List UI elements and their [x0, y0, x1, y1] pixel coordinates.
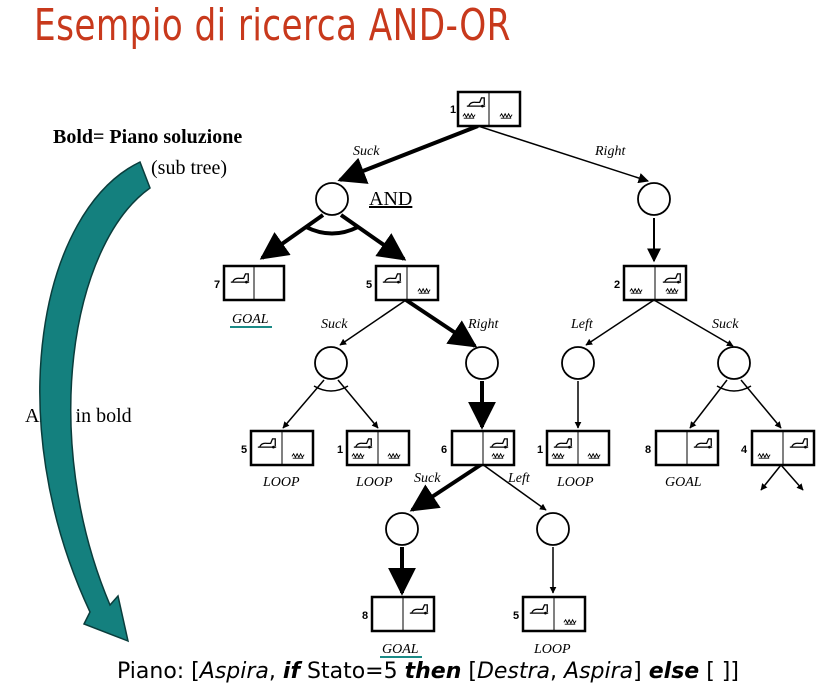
- plan-close-bracket: ]: [633, 659, 649, 684]
- state-box-r1: [545, 429, 611, 467]
- slide-title: Esempio di ricerca AND-OR: [34, 0, 511, 51]
- and-arc-top: [305, 225, 359, 236]
- edge-2-suck: [653, 299, 734, 347]
- plan-tail: [ ]]: [699, 659, 739, 684]
- and-arc-c1: [313, 385, 349, 392]
- edge-c4-to-r8: [689, 379, 728, 429]
- edge-6-left: [481, 463, 547, 511]
- edge-label-2-left: Left: [570, 317, 594, 332]
- edge-5-right: [404, 298, 478, 348]
- state-number-b8: 8: [362, 610, 368, 622]
- or-node-6-suck: [385, 512, 419, 546]
- edge-and-to-5: [339, 213, 407, 261]
- leaf-label-goal-7: GOAL: [232, 312, 269, 327]
- state-box-r8: [654, 429, 720, 467]
- state-number-l1: 1: [337, 444, 343, 456]
- state-number-r8: 8: [645, 444, 651, 456]
- edge-and-to-7: [259, 213, 325, 260]
- or-node-2-left: [561, 346, 595, 380]
- or-node-5-right: [465, 346, 499, 380]
- edge-label-5-suck: Suck: [321, 317, 348, 332]
- legend-bold-label: Bold= Piano soluzione: [53, 126, 243, 148]
- and-node-root-suck: [315, 182, 349, 216]
- plan-if-keyword: if: [282, 659, 301, 684]
- leaf-label-loop-5: LOOP: [262, 475, 300, 490]
- edge-root-suck: [337, 124, 479, 184]
- plan-separator: ,: [550, 659, 565, 684]
- edge-4-out-right: [780, 464, 804, 491]
- leaf-label-loop-r1: LOOP: [556, 475, 594, 490]
- leaf-label-loop-1: LOOP: [355, 475, 393, 490]
- edge-6-suck: [409, 462, 484, 512]
- edge-c4-to-r4: [740, 379, 782, 429]
- plan-open-bracket: [: [461, 659, 477, 684]
- state-number-root: 1: [450, 104, 456, 116]
- edge-label-root-suck: Suck: [353, 144, 380, 159]
- plan-then-keyword: then: [404, 659, 462, 684]
- state-box-2: [622, 264, 688, 302]
- state-box-6: [450, 429, 516, 467]
- bold-arcs-curved-arrow: [39, 160, 151, 643]
- or-node-6-left: [536, 512, 570, 546]
- plan-condition: Stato=5: [300, 659, 405, 684]
- state-box-5: [374, 264, 440, 302]
- edge-4-out-left: [760, 464, 782, 491]
- state-box-root: [456, 90, 522, 128]
- leaf-label-goal-b8: GOAL: [382, 642, 419, 657]
- and-arc-c4: [716, 385, 752, 392]
- leaf-label-loop-b5: LOOP: [533, 642, 571, 657]
- and-node-5-suck: [314, 346, 348, 380]
- edge-5-suck: [339, 299, 407, 346]
- state-box-r4: [750, 429, 816, 467]
- edge-root-right: [477, 125, 649, 184]
- edge-label-2-suck: Suck: [712, 317, 739, 332]
- plan-aspira-2: Aspira: [564, 659, 634, 684]
- plan-comma: ,: [268, 659, 283, 684]
- plan-aspira-1: Aspira: [199, 659, 269, 684]
- solution-plan: Piano: [Aspira, if Stato=5 then [Destra,…: [117, 659, 739, 684]
- state-number-l5: 5: [241, 444, 247, 456]
- state-number-b5: 5: [513, 610, 519, 622]
- state-box-b8: [370, 595, 436, 633]
- plan-prefix: Piano: [: [117, 659, 200, 684]
- state-number-2: 2: [614, 279, 620, 291]
- edge-label-5-right: Right: [467, 317, 499, 332]
- state-number-7: 7: [214, 279, 220, 291]
- or-node-root-right: [637, 182, 671, 216]
- legend-subtree-label: (sub tree): [151, 157, 228, 179]
- state-box-l5: [249, 429, 315, 467]
- edge-label-6-left: Left: [507, 471, 531, 486]
- state-number-5: 5: [366, 279, 372, 291]
- and-node-2-suck: [717, 346, 751, 380]
- edge-label-6-suck: Suck: [414, 471, 441, 486]
- state-number-r4: 4: [741, 444, 748, 456]
- state-box-l1: [345, 429, 411, 467]
- edge-label-root-right: Right: [594, 144, 626, 159]
- state-box-b5: [521, 595, 587, 633]
- and-label: AND: [369, 188, 413, 210]
- edge-2-left: [585, 299, 655, 346]
- leaf-label-goal-r8: GOAL: [665, 475, 702, 490]
- state-number-6: 6: [441, 444, 447, 456]
- plan-destra: Destra: [476, 659, 551, 684]
- edge-c1-to-l1: [337, 379, 379, 429]
- plan-else-keyword: else: [648, 659, 700, 684]
- state-box-7: [222, 264, 286, 302]
- state-number-r1: 1: [537, 444, 543, 456]
